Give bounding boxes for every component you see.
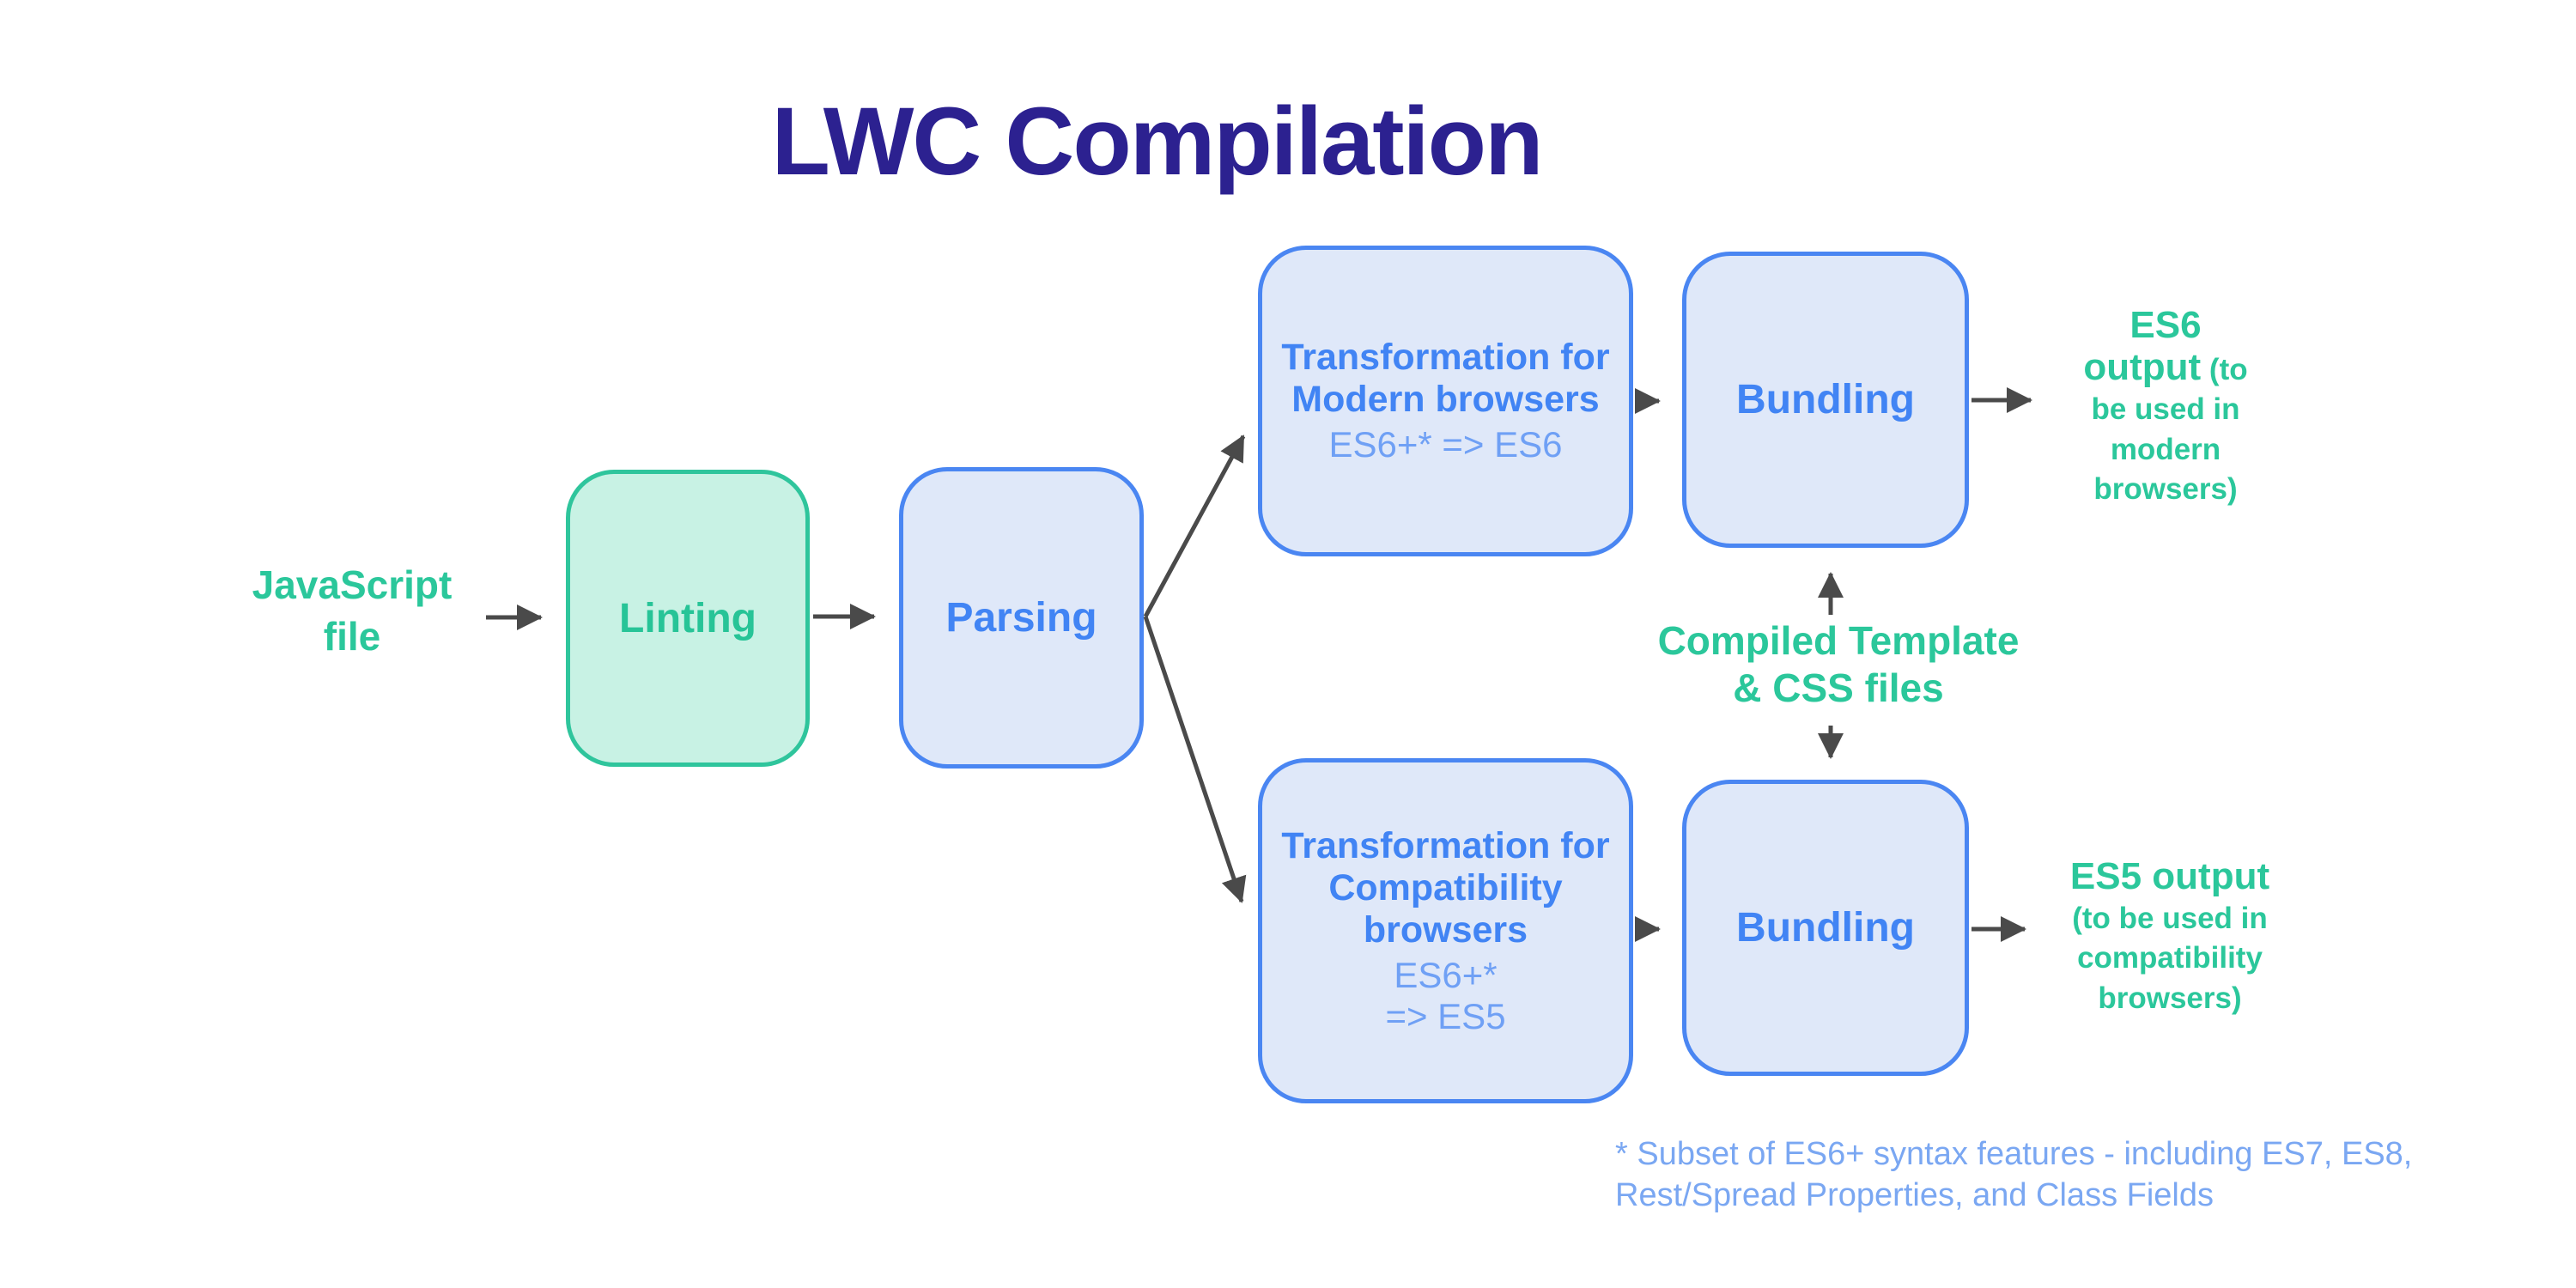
parsing-label: Parsing <box>945 595 1097 641</box>
transformation-modern-subtitle: ES6+* => ES6 <box>1328 424 1563 465</box>
transformation-compat-subtitle-line1: ES6+* <box>1394 954 1498 995</box>
arrow-parsing-to-modern <box>1143 434 1246 618</box>
es5-output-secondary: (to be used in compatibility browsers) <box>2072 902 2268 1015</box>
transformation-compat-node: Transformation for Compatibility browser… <box>1258 758 1633 1103</box>
es5-output-label: ES5 output (to be used in compatibility … <box>2063 855 2277 1018</box>
es6-output-primary: ES6 output <box>2083 304 2202 389</box>
javascript-file-label: JavaScript file <box>252 562 453 659</box>
es6-output-label: ES6 output (to be used in modern browser… <box>2075 304 2256 509</box>
linting-node: Linting <box>566 470 810 767</box>
transformation-modern-title-line2: Modern browsers <box>1291 379 1600 421</box>
bundling-bottom-label: Bundling <box>1736 905 1915 951</box>
transformation-compat-title-line2: Compatibility <box>1328 866 1563 908</box>
compiled-template-css-label: Compiled Template & CSS files <box>1657 618 2020 711</box>
linting-label: Linting <box>619 595 756 641</box>
footnote-line2: Rest/Spread Properties, and Class Fields <box>1615 1177 2214 1214</box>
es5-output-primary: ES5 output <box>2069 855 2270 897</box>
footnote-line1: * Subset of ES6+ syntax features - inclu… <box>1615 1136 2413 1172</box>
bundling-top-label: Bundling <box>1736 377 1915 422</box>
transformation-modern-node: Transformation for Modern browsers ES6+*… <box>1258 246 1633 556</box>
parsing-node: Parsing <box>899 467 1144 769</box>
es6-output-secondary: (to be used in modern browsers) <box>2091 353 2248 506</box>
transformation-compat-title-line1: Transformation for <box>1281 824 1610 866</box>
bundling-top-node: Bundling <box>1682 252 1969 548</box>
transformation-compat-subtitle-line2: => ES5 <box>1385 995 1506 1036</box>
transformation-modern-title-line1: Transformation for <box>1281 337 1610 379</box>
page-title: LWC Compilation <box>771 88 1543 195</box>
arrow-parsing-to-compat <box>1143 616 1247 903</box>
footnote: * Subset of ES6+ syntax features - inclu… <box>1615 1133 2422 1217</box>
transformation-compat-title-line3: browsers <box>1363 908 1528 951</box>
bundling-bottom-node: Bundling <box>1682 780 1969 1076</box>
